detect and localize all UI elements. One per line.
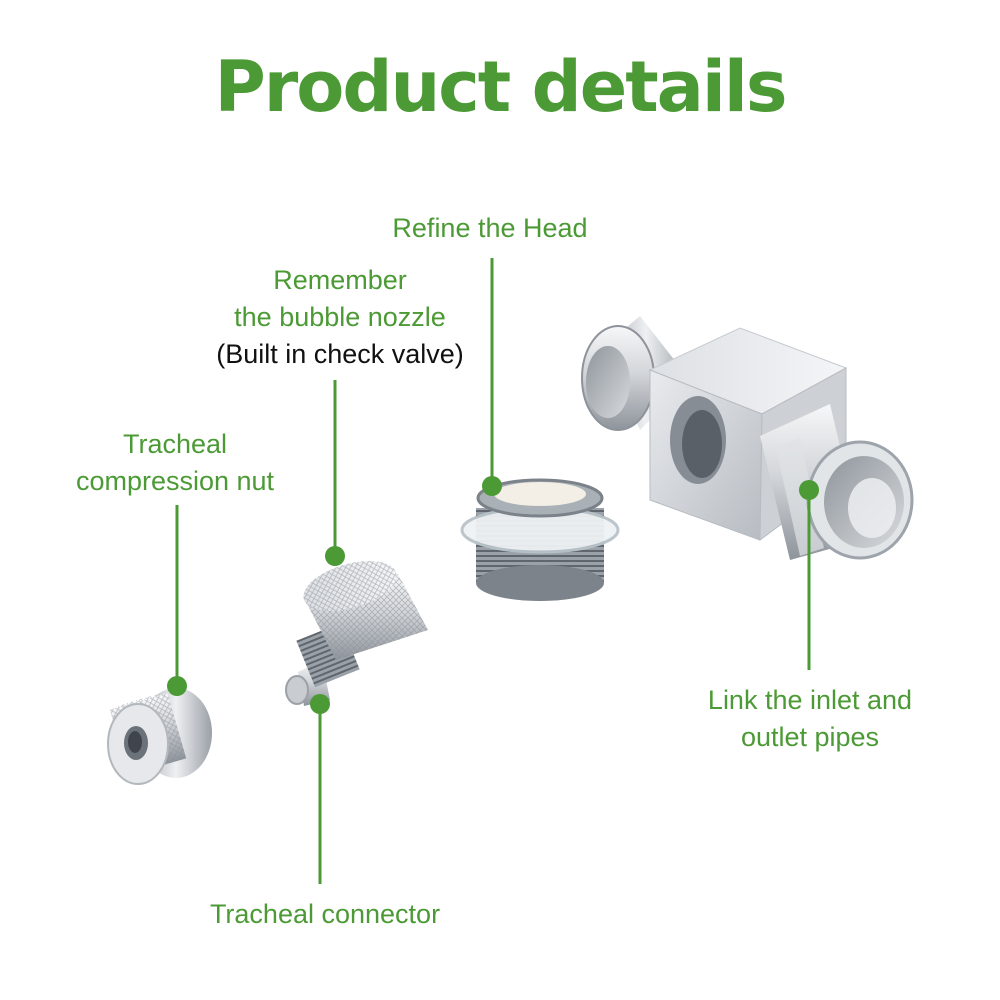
marker-bubble-nozzle [325, 546, 345, 566]
page-title: Product details [214, 46, 787, 128]
label-bubble-nozzle-line-2: the bubble nozzle [234, 302, 446, 332]
tracheal-connector-part [285, 561, 428, 706]
label-bubble-nozzle: Remember the bubble nozzle (Built in che… [190, 262, 490, 373]
callout-markers [167, 258, 819, 884]
label-compression-nut-line-2: compression nut [75, 466, 275, 496]
marker-compression-nut [167, 676, 187, 696]
label-compression-nut-line-1: Tracheal [122, 429, 228, 459]
label-bubble-nozzle-note: (Built in check valve) [216, 339, 464, 369]
label-inlet-outlet: Link the inlet and outlet pipes [680, 682, 940, 756]
label-refine-head-line-1: Refine the Head [392, 213, 588, 243]
label-inlet-outlet-line-1: Link the inlet and [707, 685, 913, 715]
marker-tracheal-connector [310, 694, 330, 714]
label-tracheal-connector-line-1: Tracheal connector [209, 899, 441, 929]
inlet-outlet-fitting-part [581, 316, 914, 560]
label-compression-nut: Tracheal compression nut [50, 426, 300, 500]
label-tracheal-connector: Tracheal connector [180, 896, 470, 933]
marker-refine-head [482, 476, 502, 496]
label-refine-head: Refine the Head [360, 210, 620, 247]
marker-inlet-outlet [799, 480, 819, 500]
refine-head-part [460, 478, 620, 601]
label-bubble-nozzle-line-1: Remember [273, 265, 407, 295]
compression-nut-part [107, 688, 212, 785]
label-inlet-outlet-line-2: outlet pipes [740, 722, 880, 752]
